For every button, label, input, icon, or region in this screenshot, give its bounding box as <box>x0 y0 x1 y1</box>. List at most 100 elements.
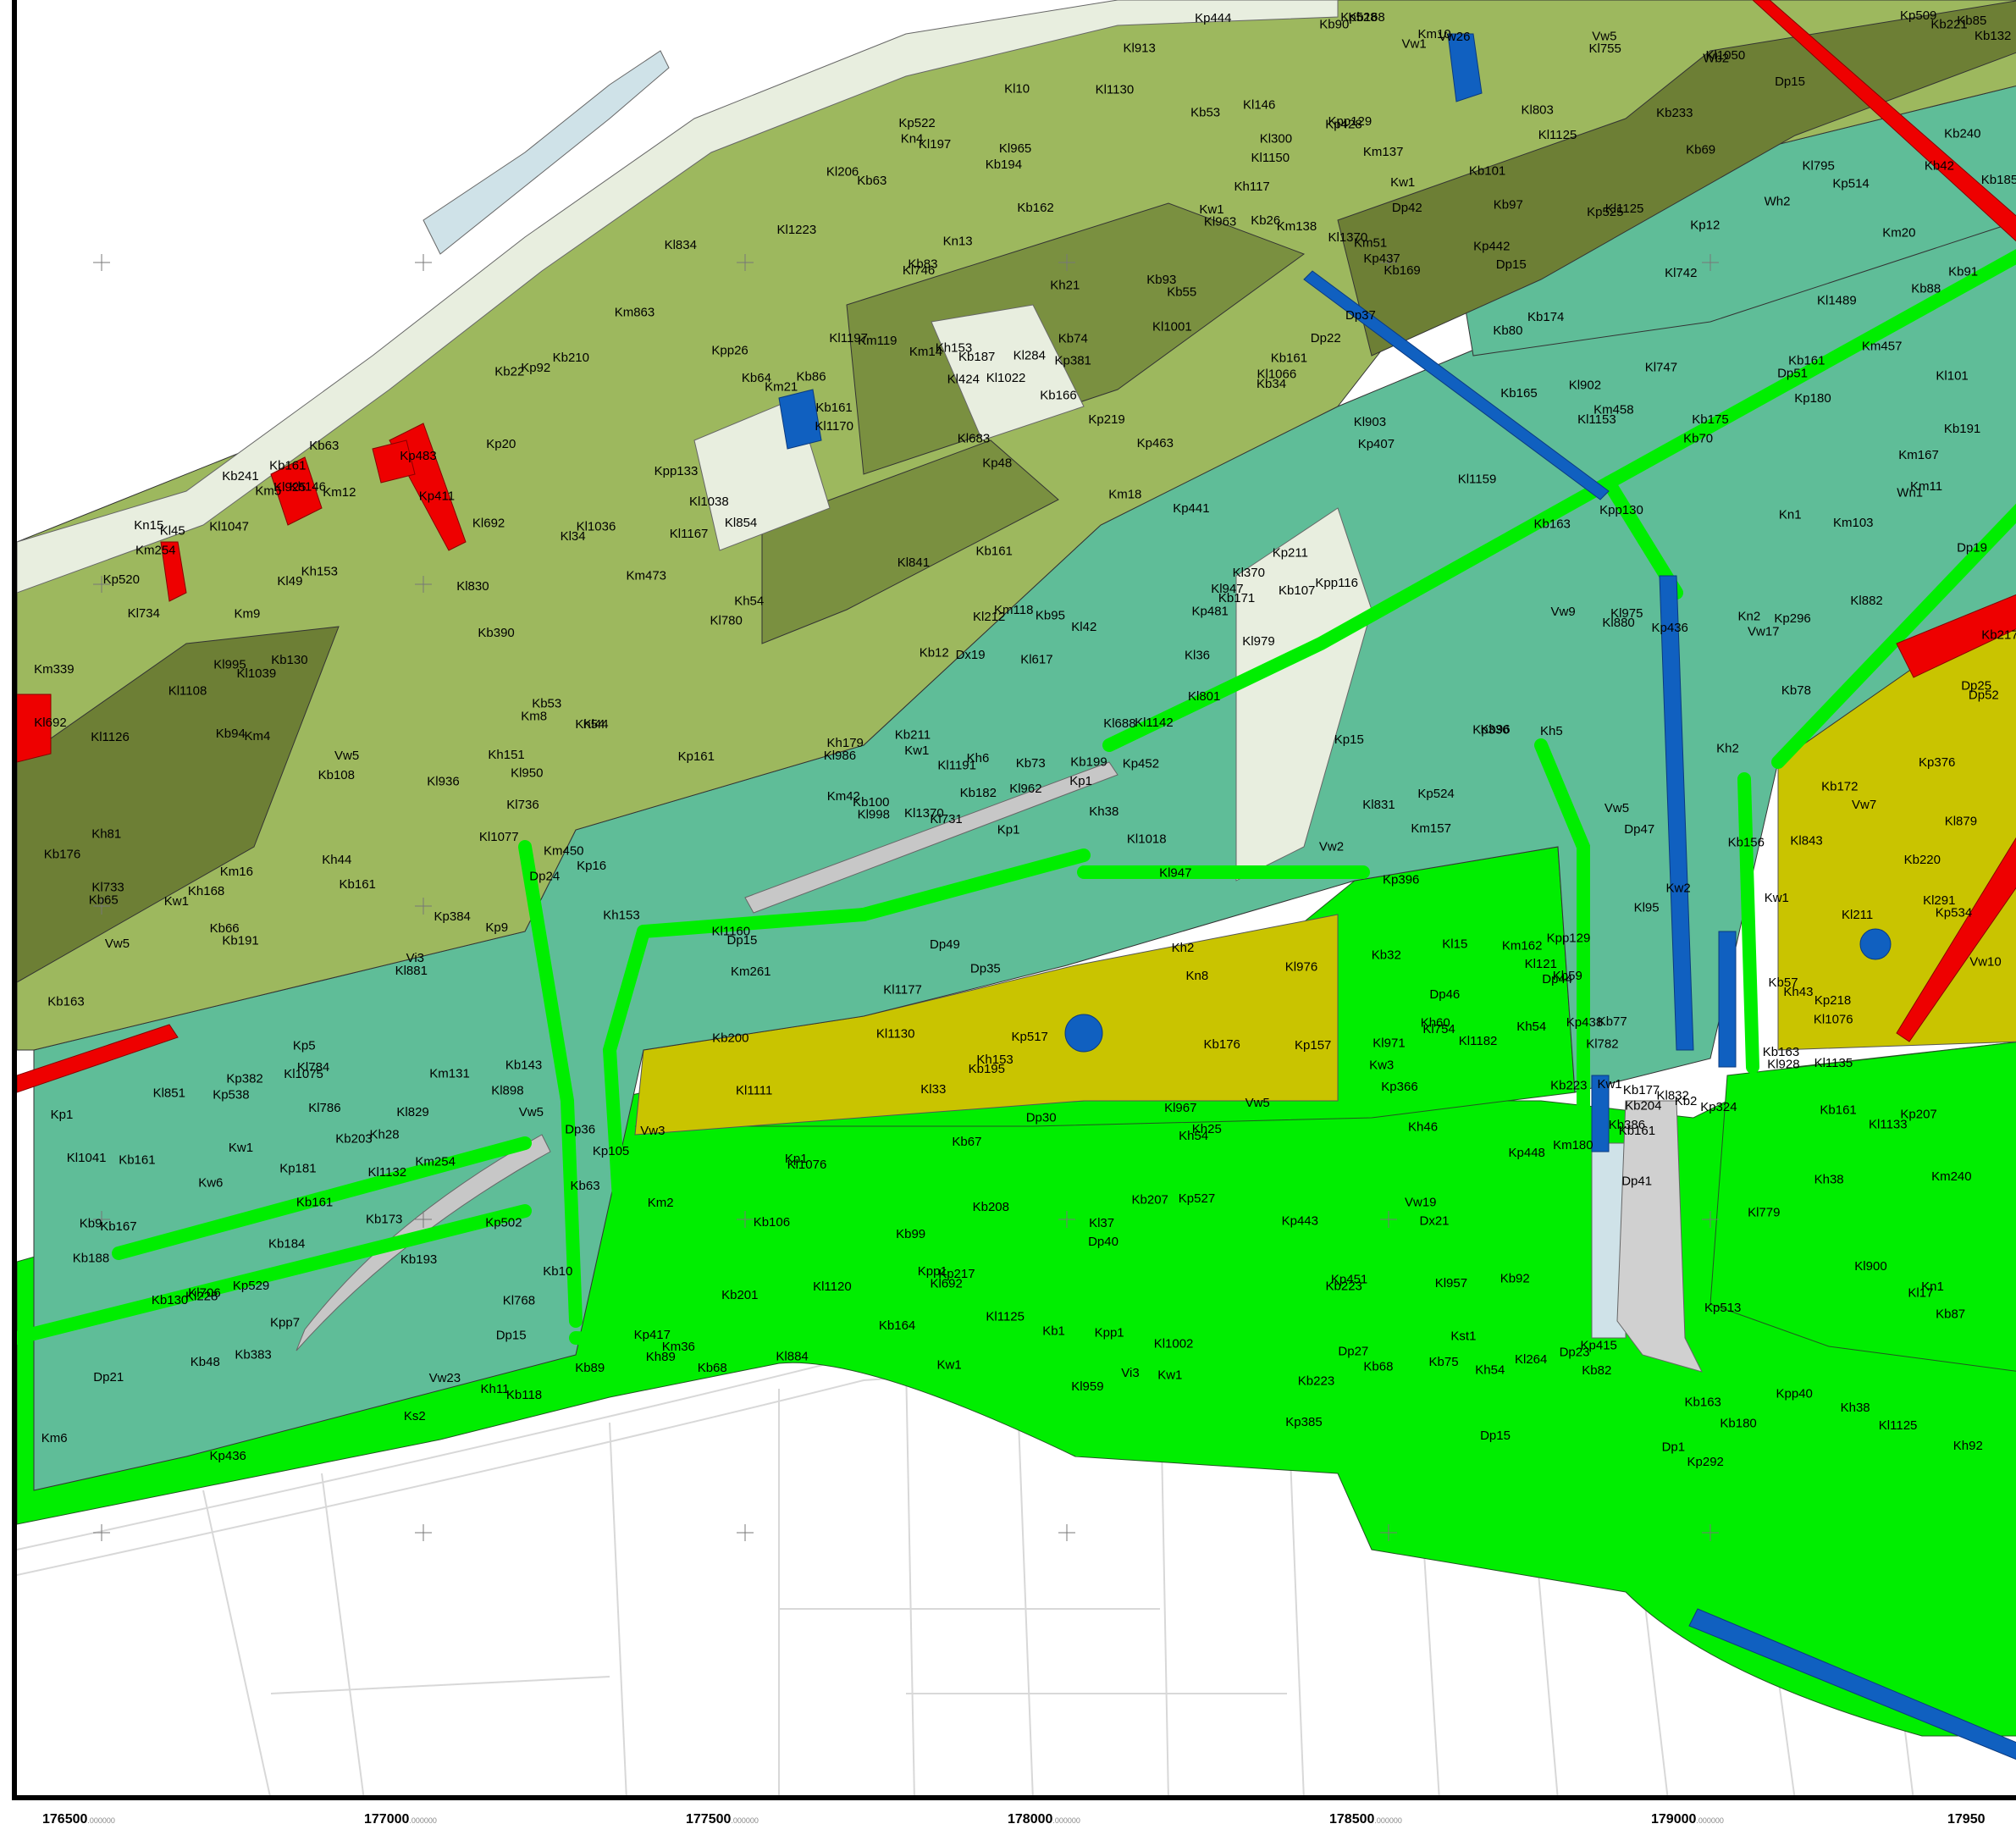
zone-label: Vw5 <box>1246 1096 1270 1110</box>
zone-label: Kb10 <box>543 1264 572 1279</box>
zone-label: Kh89 <box>646 1350 676 1364</box>
zone-label: Vi3 <box>1121 1366 1139 1380</box>
zone-label: Kb1 <box>1042 1324 1065 1338</box>
x-tick-decimals: .000000 <box>731 1816 759 1825</box>
zone-label: Kb195 <box>969 1062 1005 1076</box>
zone-label: Kl898 <box>491 1084 523 1098</box>
zone-label: Kl36 <box>1185 649 1210 663</box>
zone-label: Km42 <box>827 789 860 804</box>
zone-label: Kb91 <box>1948 265 1978 279</box>
zone-label: Kn4 <box>901 131 924 146</box>
zone-label: Kp514 <box>1832 177 1869 191</box>
zone-label: Kb390 <box>478 626 514 640</box>
zone-label: Km6 <box>41 1431 68 1445</box>
zone-label: Kb211 <box>895 728 931 743</box>
zone-label: Kh54 <box>1475 1363 1505 1378</box>
zone-label: Kl424 <box>947 372 980 386</box>
zone-label: Kh117 <box>1234 180 1270 194</box>
zone-label: Dp42 <box>1392 201 1422 215</box>
zone-label: Kb161 <box>1820 1103 1856 1118</box>
zone-label: Kl734 <box>128 606 160 621</box>
zone-label: Kb200 <box>712 1031 748 1045</box>
dx21-road <box>295 1134 551 1351</box>
zone-label: Kl42 <box>1071 620 1096 634</box>
zone-label: Kb75 <box>1429 1355 1459 1369</box>
zone-label: Vw3 <box>640 1124 665 1138</box>
zone-label: Kb85 <box>1957 14 1986 28</box>
zone-label: Kb93 <box>1146 273 1176 287</box>
zone-label: Kl1132 <box>368 1165 407 1180</box>
zone-label: Kp483 <box>400 449 436 463</box>
zone-label: Kl1182 <box>1459 1034 1498 1048</box>
zone-label: Kb94 <box>216 727 246 741</box>
zone-label: Km162 <box>1502 938 1543 953</box>
zone-label: Kpp130 <box>1599 503 1643 517</box>
zone-label: Vw23 <box>429 1371 461 1385</box>
zone-label: Kl786 <box>308 1101 340 1115</box>
zone-label: Kp12 <box>1690 218 1720 232</box>
zone-label: Kp181 <box>279 1161 316 1175</box>
zone-label: Kh21 <box>1050 279 1080 293</box>
kp-light-east <box>1235 507 1373 882</box>
zone-label: Kl976 <box>1285 959 1317 974</box>
zone-label: Kp529 <box>233 1279 269 1293</box>
zone-label: Kl754 <box>1422 1022 1455 1036</box>
zone-label: Kb34 <box>1257 377 1286 391</box>
zone-label: Km339 <box>34 662 75 677</box>
zone-label: Kl1133 <box>1869 1118 1908 1132</box>
zone-label: Kb64 <box>742 371 771 385</box>
zone-label: Kb161 <box>976 544 1013 558</box>
zone-label: Dp24 <box>529 870 560 884</box>
zone-label: Kb203 <box>335 1131 372 1146</box>
zone-label: Kb68 <box>698 1361 727 1375</box>
zone-label: Kp522 <box>898 116 935 130</box>
zone-label: Kl1022 <box>986 371 1026 385</box>
zone-label: Kl1002 <box>1154 1337 1194 1351</box>
x-tick-decimals: .000000 <box>1374 1816 1402 1825</box>
zone-label: Dp15 <box>496 1329 527 1343</box>
zone-label: Kb221 <box>1930 17 1967 31</box>
zone-label: Vw7 <box>1852 798 1876 812</box>
zone-label: Kb240 <box>1944 127 1980 141</box>
zone-label: Km11 <box>1910 479 1942 494</box>
zone-label: Kp382 <box>226 1071 262 1086</box>
zone-label: Kp20 <box>486 437 516 451</box>
km-dark-olive-center <box>761 439 1059 644</box>
zone-label: Kl979 <box>1242 634 1274 649</box>
zone-label: Kp1 <box>1069 774 1092 788</box>
zone-label: Kb156 <box>1728 836 1765 850</box>
zone-label: Kl742 <box>1665 266 1697 280</box>
zone-label: Dp36 <box>565 1123 595 1137</box>
zone-label: Kl1150 <box>1251 151 1290 165</box>
zone-label: Dp1 <box>1662 1440 1686 1454</box>
path-network <box>17 249 2016 1362</box>
zone-label: Km36 <box>662 1340 695 1354</box>
zone-label: Kb223 <box>1326 1279 1362 1293</box>
zone-label: Kp384 <box>434 909 471 924</box>
zone-label: Dp15 <box>1496 257 1527 272</box>
zone-label: Kb99 <box>896 1227 925 1241</box>
km-dark-olive-mid <box>846 202 1306 475</box>
zone-label: Kl963 <box>1204 215 1236 229</box>
zone-label: Kn1 <box>1921 1279 1944 1294</box>
zone-label: Kb42 <box>1925 158 1954 173</box>
zone-label: Kb118 <box>506 1388 542 1402</box>
zone-label: Kb166 <box>1040 389 1076 403</box>
zone-label: Kb130 <box>152 1293 188 1307</box>
zone-label: Km16 <box>220 865 253 879</box>
zone-label: Dp23 <box>1560 1346 1590 1360</box>
zone-label: Kp525 <box>1587 205 1623 219</box>
zone-label: Kl1130 <box>1096 83 1135 97</box>
zone-label: Kl692 <box>34 716 66 730</box>
zone-label: Kb143 <box>505 1058 542 1073</box>
zone-label: Vw5 <box>334 749 359 763</box>
zone-label: Kp180 <box>1794 391 1831 406</box>
zone-label: Kh81 <box>91 827 121 842</box>
zone-label: Kl1125 <box>1538 128 1577 142</box>
zone-label: Kw1 <box>1598 1077 1622 1092</box>
zone-label: Kb95 <box>1036 608 1065 622</box>
vegetation-map[interactable]: Kp1Kw1Kl706Kp481Kp105Kp428Kl284Km51Kl114… <box>17 0 2016 1800</box>
zone-label: Kl768 <box>503 1294 535 1308</box>
zone-label: Kb101 <box>1469 164 1505 179</box>
